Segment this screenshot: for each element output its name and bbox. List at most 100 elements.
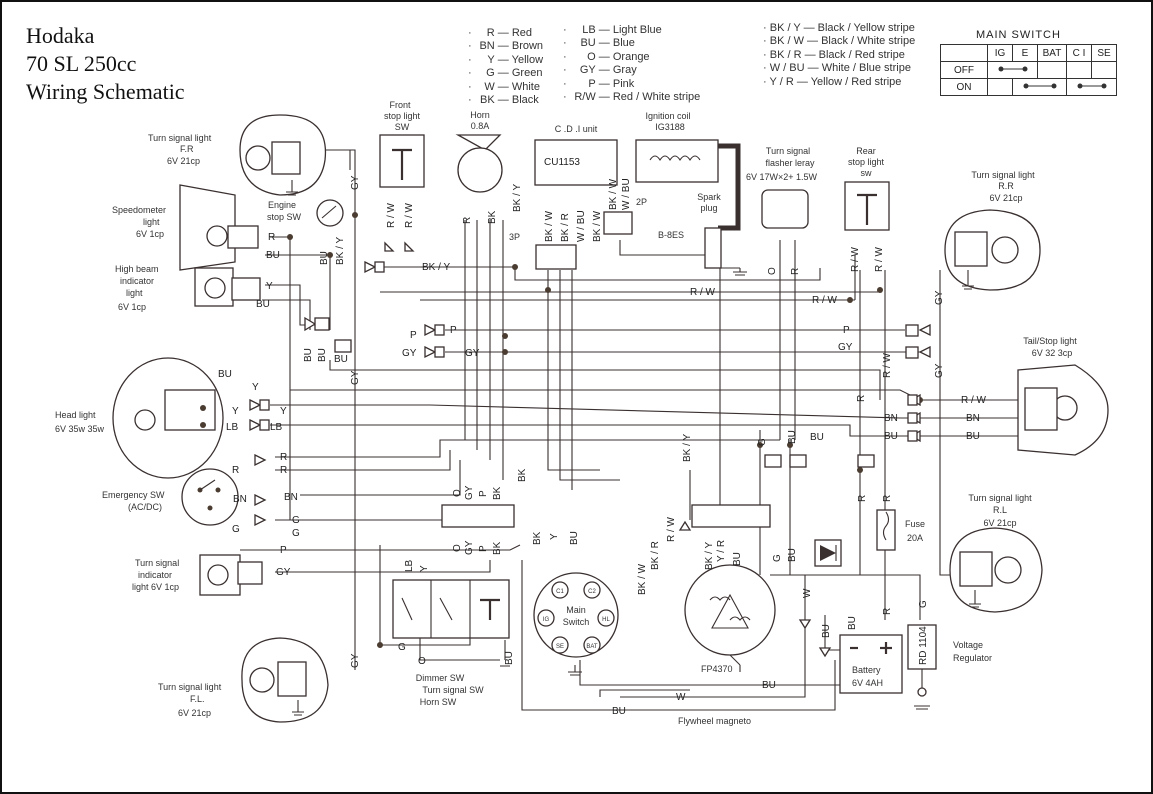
title-line-2: 70 SL 250cc [26,51,137,76]
tail-stop-spec: 6V 32 3cp [1032,348,1073,358]
wire-label-bk: BK [487,210,498,224]
turn-signal-indicator [199,554,263,596]
main-switch-line1: Main [566,605,586,615]
flasher-line1: Turn signal [766,146,810,156]
wire-label-y: Y [232,406,239,417]
flywheel-magneto [684,564,776,666]
main-switch: C1 C2 IG HL SE BAT Main Switch [533,572,619,658]
legend-code: W / BU [769,62,805,75]
flasher-relay [761,189,809,229]
ms-terminal-c1: C1 [556,589,564,595]
wire-label-wbu: W / BU [576,210,587,242]
turn-signal-rl-pos: R.L [993,505,1007,515]
junction-dots [287,212,923,648]
wire-label-bn: BN [233,494,247,505]
legend-name: Light Blue [612,24,662,36]
spark-plug-line1: Spark [697,192,721,202]
wire-label-lb: LB [226,422,239,433]
turn-signal-fl-name: Turn signal light [158,682,222,692]
turn-indicator-line2: indicator [138,570,172,580]
wire-label-y: Y [266,281,273,292]
wire-label-bu: BU [256,299,270,310]
wire-label-bkw: BK / W [592,210,603,242]
emergency-switch [181,468,239,526]
legend-item: · Y — Yellow [468,53,544,66]
legend-code: BK [480,94,495,107]
ignition-coil-name: Ignition coil [645,111,690,121]
wire-label-bky: BK / Y [682,434,693,462]
wire-label-r: R [857,495,868,502]
horn [455,134,503,193]
connector-2p [603,211,633,235]
legend-item: · R — Red [468,27,533,39]
wire-label-bu: BU [266,250,280,261]
wire-label-lb: LB [270,422,283,433]
wire-label-rw: R / W [386,202,397,228]
wire-label-r: R [882,608,893,615]
wire-label-bu: BU [966,431,980,442]
flywheel-name: Flywheel magneto [678,716,751,726]
high-beam-indicator [194,267,261,307]
ms-terminal-ig: IG [543,617,550,623]
dimmer-line3: Horn SW [420,697,457,707]
dimmer-switch-block [392,504,771,667]
spark-plug-part: B-8ES [658,230,684,240]
legend-name: Gray [612,64,637,77]
wire-label-bkw: BK / W [608,178,619,210]
wire-label-o: O [767,267,778,275]
wire-label-bu: BU [810,432,824,443]
legend-name: Blue [612,37,635,50]
wire-label-p: P [410,330,417,341]
legend-name: Red [511,27,533,39]
wire-label-y: Y [549,533,560,540]
legend-name: Pink [612,77,635,90]
battery: Battery 6V 4AH [839,634,903,694]
wire-label-bu: BU [504,651,515,665]
wire-label-bu: BU [732,552,743,566]
wire-label-bu: BU [821,624,832,638]
legend-item: · LB — Light Blue [563,24,662,36]
wire-label-bky: BK / Y [512,184,523,212]
continuity-link-icon [1023,83,1056,88]
main-switch-table-title: MAIN SWITCH [976,29,1061,41]
head-light-name: Head light [55,410,96,420]
wire-label-gy: GY [934,290,945,305]
legend-code: G [486,67,495,80]
legend-item: · BK / R — Black / Red stripe [763,48,905,61]
wire-label-p: P [478,545,489,552]
legend-code: BN [479,40,495,53]
tail-stop-name: Tail/Stop light [1023,336,1077,346]
rear-stop-line1: Rear [856,146,876,156]
ignition-coil-part: IG3188 [655,122,685,132]
legend-item: · BN — Brown [468,40,544,53]
fuse-name: Fuse [905,519,925,529]
ground-icons [568,268,747,676]
main-switch-table: IG E BAT C I SE OFF ON [940,44,1117,96]
wire-label-bu: BU [319,251,330,265]
wire-label-w: W [802,588,813,598]
legend-item: · BK — Black [468,94,539,107]
legend-item: · W / BU — White / Blue stripe [763,62,911,75]
turn-indicator-line3: light 6V 1cp [132,582,179,592]
legend-item: · BU — Blue [563,37,635,50]
wire-label-bk: BK [492,486,503,500]
wire-label-r: R [462,217,473,224]
wire-label-rw: R / W [666,516,677,542]
turn-signal-rl [949,527,1043,613]
wire-label-bk: BK [492,541,503,555]
horn-spec: 0.8A [471,121,490,131]
wire-labels: R BU Y BU BU Y Y LB LB Y R R R BN BN G G… [218,175,987,717]
high-beam-spec: 6V 1cp [118,302,146,312]
wire-label-p: P [478,490,489,497]
connector-3p [535,244,577,270]
emergency-sw-spec: (AC/DC) [128,502,162,512]
engine-stop-switch [316,199,344,227]
front-stop-line2: stop light [384,111,421,121]
wire-label-bu: BU [762,680,776,691]
high-beam-line1: High beam [115,264,159,274]
wire-label-r: R [268,232,275,243]
legend-name: Yellow / Red stripe [810,75,902,88]
legend-code: W [484,80,495,93]
turn-signal-rl-name: Turn signal light [968,493,1032,503]
wire-label-gy: GY [350,370,361,385]
